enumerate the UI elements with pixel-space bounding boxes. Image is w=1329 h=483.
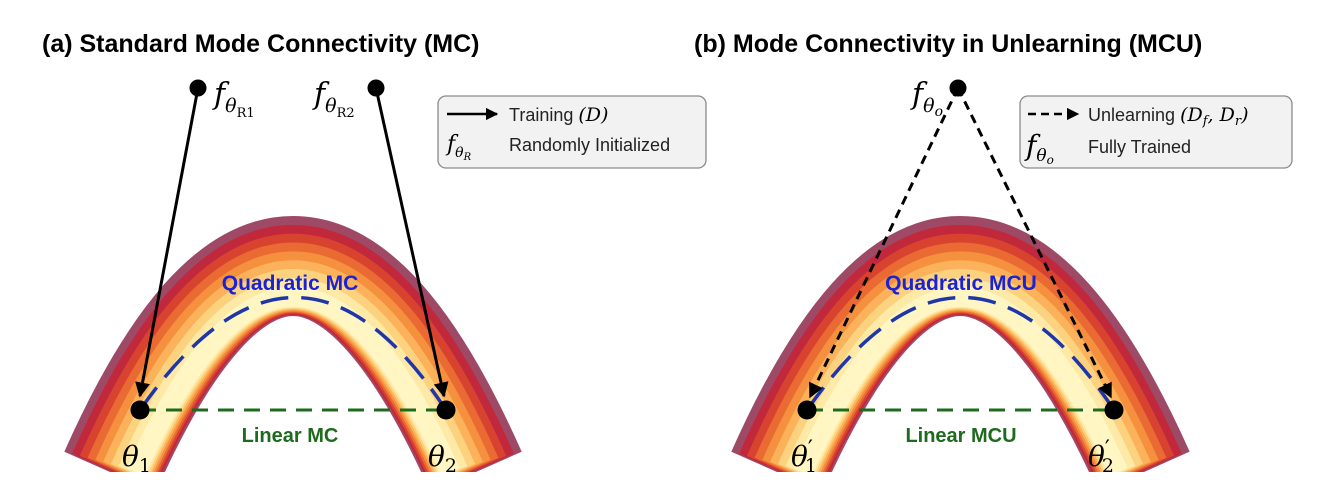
unlearned-label-1: θ′1 [791,437,817,477]
unlearning-arrow-1 [808,87,960,399]
mode-point-1 [130,400,150,420]
quadratic-mcu-label: Quadratic MCU [885,272,1037,295]
panel-a: (a) Standard Mode Connectivity (MC) Quad… [42,30,707,483]
mode-label-1: θ1 [122,440,151,477]
legend-a-box [437,95,707,169]
unlearned-point-1 [797,400,817,420]
legend-a: Training (D) fθR Randomly Initialized [437,95,707,169]
unlearned-point-2 [1104,400,1124,420]
quadratic-path-a [138,295,448,412]
init-point-1 [189,79,207,97]
legend-b-box [1019,95,1293,169]
legend-unlearning-label: Unlearning (Df, Dr) [1088,104,1249,129]
linear-mcu-label: Linear MCU [905,425,1016,447]
band-mask [50,472,536,483]
legend-training-label: Training (D) [509,104,608,126]
trained-label: fθo [910,77,943,120]
quadratic-mc-label: Quadratic MC [222,272,359,295]
mode-point-2 [436,400,456,420]
legend-b: Unlearning (Df, Dr) fθo Fully Trained [1019,95,1293,169]
panel-b: (b) Mode Connectivity in Unlearning (MCU… [694,30,1293,483]
trained-point [949,79,967,97]
init-label-2: fθR2 [312,77,355,121]
band-layer [793,287,1128,477]
linear-mc-label: Linear MC [242,425,339,447]
panel-a-title: (a) Standard Mode Connectivity (MC) [42,30,480,58]
training-arrow-2 [374,87,449,398]
init-label-1: fθR1 [212,77,255,121]
panel-b-title: (b) Mode Connectivity in Unlearning (MCU… [694,30,1202,58]
band-layer [126,287,460,477]
unlearned-label-2: θ′2 [1088,437,1114,477]
legend-trained-label: Fully Trained [1088,137,1191,157]
training-arrow-1 [135,87,200,398]
mode-label-2: θ2 [428,440,457,477]
init-point-2 [367,79,385,97]
legend-random-label: Randomly Initialized [509,135,670,155]
quadratic-path-b [805,295,1116,412]
unlearning-arrow-2 [956,87,1113,399]
band-mask [717,472,1204,483]
